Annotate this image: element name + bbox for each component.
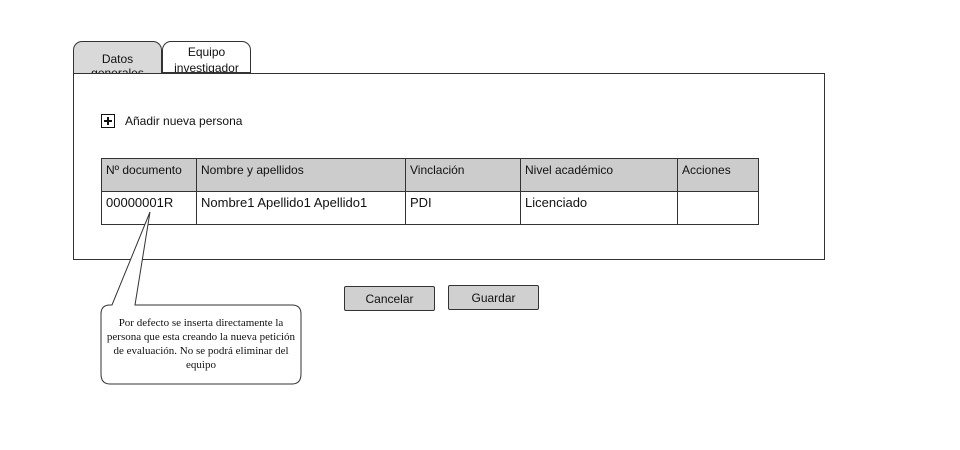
- column-header: Nº documento: [101, 158, 197, 192]
- cell-nivel: Licenciado: [520, 191, 678, 225]
- tab-datos-generales[interactable]: Datos generales: [73, 41, 162, 80]
- add-person-label: Añadir nueva persona: [125, 114, 243, 128]
- team-table: Nº documento Nombre y apellidos Vinclaci…: [101, 158, 759, 225]
- callout-text: Por defecto se inserta directamente la p…: [106, 317, 296, 371]
- table-header-row: Nº documento Nombre y apellidos Vinclaci…: [101, 158, 759, 192]
- tab-equipo-investigador-label: Equipo investigador: [174, 45, 239, 75]
- save-button[interactable]: Guardar: [448, 285, 539, 310]
- column-header: Acciones: [677, 158, 759, 192]
- plus-square-icon: [101, 114, 115, 128]
- column-header: Nivel académico: [520, 158, 678, 192]
- add-person-button[interactable]: Añadir nueva persona: [101, 112, 242, 130]
- cancel-button[interactable]: Cancelar: [344, 286, 435, 311]
- cell-vinculacion: PDI: [405, 191, 521, 225]
- tab-equipo-investigador[interactable]: Equipo investigador: [162, 41, 251, 75]
- cell-acciones: [677, 191, 759, 225]
- column-header: Nombre y apellidos: [196, 158, 406, 192]
- table-row: 00000001R Nombre1 Apellido1 Apellido1 PD…: [101, 191, 759, 225]
